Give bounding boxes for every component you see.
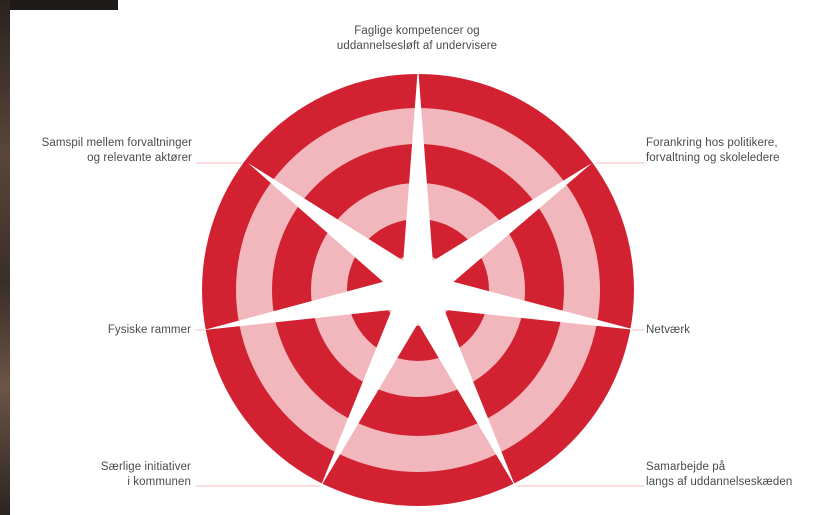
star-spike-4 xyxy=(204,273,422,330)
star-spike-3 xyxy=(407,163,592,304)
star-spike-1 xyxy=(401,66,435,290)
label-right: Netværk xyxy=(646,324,691,336)
label-top-right: Forankring hos politikere, forvaltning o… xyxy=(646,137,780,164)
leader-lines xyxy=(196,162,644,487)
star-spike-7 xyxy=(402,282,516,488)
background-photo-strip xyxy=(0,0,10,515)
label-top: Faglige kompetencer og uddannelsesløft a… xyxy=(336,25,498,52)
label-top-left: Samspil mellem forvaltninger og relevant… xyxy=(41,137,192,164)
star-spikes xyxy=(204,66,636,488)
label-bottom-right: Samarbejde på langs af uddannelseskæden xyxy=(646,461,793,488)
label-left: Fysiske rammer xyxy=(107,324,191,336)
label-bottom-left: Særlige initiativer i kommunen xyxy=(100,461,191,488)
star-spike-5 xyxy=(414,273,636,330)
star-spike-6 xyxy=(320,282,434,488)
background-photo-edge xyxy=(0,0,118,10)
star-center xyxy=(398,270,438,310)
star-spike-2 xyxy=(248,163,429,304)
